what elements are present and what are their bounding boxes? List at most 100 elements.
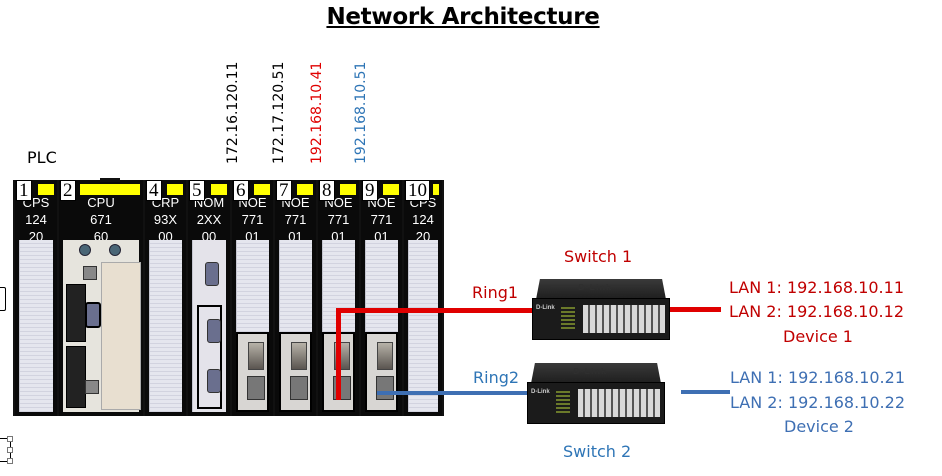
ethernet-port-group (279, 332, 312, 412)
selection-handle[interactable] (0, 287, 6, 311)
ip-text: 192.168.10.41 (309, 61, 325, 164)
serial-port-icon (85, 302, 101, 328)
switch-front-panel: D-Link (527, 382, 665, 424)
serial-port-icon (207, 369, 221, 393)
device2-name: Device 2 (784, 417, 854, 436)
page-title: Network Architecture (326, 4, 600, 30)
slot-number: 5 (189, 180, 205, 201)
serial-port-icon (205, 262, 219, 286)
device2-lan2: LAN 2: 192.168.10.22 (730, 393, 905, 412)
fiber-port-icon (248, 342, 264, 370)
switch2-label: Switch 2 (563, 442, 632, 461)
selection-handle[interactable] (0, 436, 13, 464)
status-bar (297, 184, 313, 195)
ethernet-port-group (236, 332, 269, 412)
display-panel-a (66, 284, 86, 342)
led-indicators (561, 307, 575, 329)
device2-cable (681, 390, 730, 394)
switch-brand: D-Link (577, 282, 613, 292)
key-switch-icon (109, 244, 121, 256)
ip-text: 192.168.10.51 (353, 61, 369, 164)
status-bar (167, 184, 183, 195)
fiber-port-icon (291, 342, 307, 370)
display-panel-b (66, 346, 86, 408)
slot-number: 2 (60, 180, 76, 201)
status-bar (38, 184, 54, 195)
device2-lan1: LAN 1: 192.168.10.21 (730, 368, 905, 387)
device1-name: Device 1 (783, 327, 853, 346)
switch2-device[interactable]: D-Link D-Link (527, 362, 665, 430)
ip-label-slot7: 172.17.120.51 (271, 52, 307, 164)
module-faceplate (149, 240, 182, 412)
switch1-label: Switch 1 (564, 247, 633, 266)
port-group (197, 305, 222, 409)
ring1-label: Ring1 (472, 283, 519, 302)
slot-number: 4 (146, 180, 162, 201)
switch-ports (583, 305, 665, 333)
ring1-cable (336, 308, 534, 313)
slot-number: 6 (233, 180, 249, 201)
slot-number: 8 (319, 180, 335, 201)
module-faceplate (408, 240, 438, 412)
device1-lan2: LAN 2: 192.168.10.12 (729, 302, 904, 321)
ethernet-port-icon (85, 380, 99, 394)
switch-brand: D-Link (572, 366, 608, 376)
fiber-port-icon (377, 342, 393, 370)
switch-front-panel: D-Link (532, 298, 670, 340)
slot-number: 7 (276, 180, 292, 201)
ethernet-port-icon[interactable] (290, 376, 308, 400)
ip-label-slot8: 192.168.10.41 (309, 52, 345, 164)
status-bar (340, 184, 356, 195)
device1-cable (668, 307, 721, 312)
plc-label: PLC (27, 148, 57, 167)
rack-rail (100, 178, 120, 182)
ring2-cable (377, 391, 529, 395)
ip-label-slot9: 192.168.10.51 (353, 52, 389, 164)
module-faceplate (19, 240, 53, 412)
switch1-device[interactable]: D-Link D-Link (532, 278, 670, 346)
status-bar (254, 184, 270, 195)
status-bar (383, 184, 399, 195)
ip-text: 172.17.120.51 (271, 61, 287, 164)
switch-chassis-top: D-Link (530, 362, 662, 384)
ip-label-slot6: 172.16.120.11 (225, 52, 261, 164)
ring2-label: Ring2 (473, 368, 520, 387)
switch-logo: D-Link (531, 389, 550, 395)
switch-ports (578, 389, 660, 417)
key-switch-icon (79, 244, 91, 256)
switch-chassis-top: D-Link (535, 278, 667, 300)
ring1-cable-vertical (336, 308, 341, 400)
ethernet-port-group (365, 332, 398, 412)
device1-lan1: LAN 1: 192.168.10.11 (729, 278, 904, 297)
slot-number: 1 (16, 180, 32, 201)
status-bar (80, 184, 140, 195)
slot-number: 10 (405, 180, 430, 201)
ethernet-port-icon[interactable] (247, 376, 265, 400)
led-indicators (556, 391, 570, 413)
ethernet-port-icon[interactable] (376, 376, 394, 400)
serial-port-icon (207, 319, 221, 343)
status-bar (433, 184, 439, 195)
module-faceplate (192, 240, 226, 412)
slot-number: 9 (362, 180, 378, 201)
ethernet-port-icon (83, 266, 97, 280)
cpu-cover (101, 262, 141, 410)
